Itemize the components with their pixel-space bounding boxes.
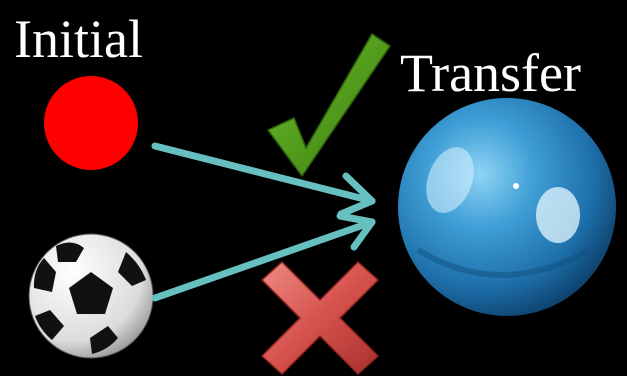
cross-icon: [262, 262, 378, 374]
initial-label: Initial: [14, 12, 143, 66]
check-icon: [268, 34, 390, 176]
soccer-ball: [29, 234, 153, 358]
transfer-label: Transfer: [400, 46, 581, 100]
blue-exercise-ball: [398, 98, 616, 316]
red-ball: [44, 76, 138, 170]
arrow-success: [155, 146, 372, 214]
